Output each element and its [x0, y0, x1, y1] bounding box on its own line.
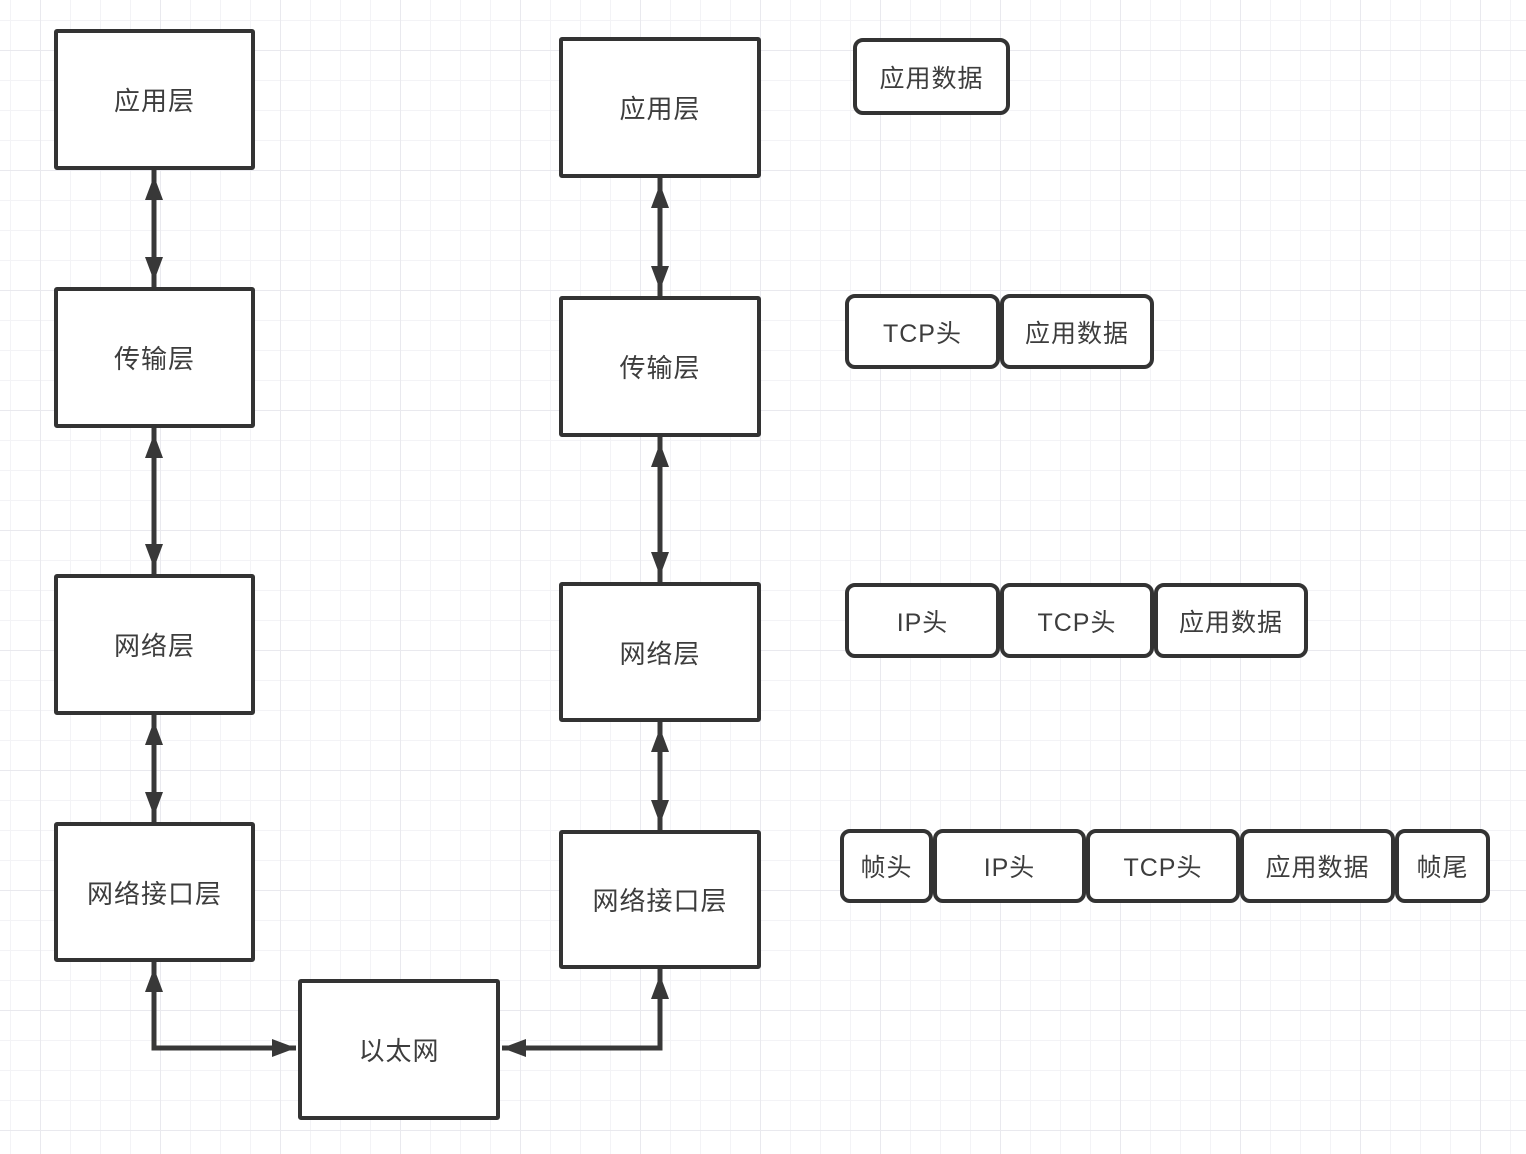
- encap-cell-frame-header: 帧头: [840, 829, 933, 903]
- encap-row-network: IP头 TCP头 应用数据: [845, 583, 1308, 658]
- encap-cell-ip-header: IP头: [933, 829, 1086, 903]
- node-network-layer-left: 网络层: [54, 574, 255, 715]
- node-transport-layer-left: 传输层: [54, 287, 255, 428]
- node-network-layer-middle: 网络层: [559, 582, 761, 722]
- encap-cell-tcp-header: TCP头: [845, 294, 1000, 369]
- node-label: 网络层: [113, 631, 195, 661]
- encap-cell-app-data: 应用数据: [1154, 583, 1308, 658]
- node-network-interface-layer-middle: 网络接口层: [559, 830, 761, 969]
- node-label: 应用层: [619, 94, 701, 124]
- node-label: 网络接口层: [592, 886, 728, 916]
- node-label: 以太网: [358, 1036, 440, 1066]
- node-label: 传输层: [619, 353, 701, 383]
- node-label: 应用层: [113, 86, 195, 116]
- encap-cell-app-data: 应用数据: [1240, 829, 1395, 903]
- node-ethernet: 以太网: [298, 979, 500, 1120]
- encap-cell-frame-trailer: 帧尾: [1395, 829, 1490, 903]
- node-label: 网络层: [619, 638, 701, 669]
- encap-cell-tcp-header: TCP头: [1000, 583, 1154, 658]
- arrow-mid-netif-ethernet: [502, 969, 669, 1057]
- encap-row-frame: 帧头 IP头 TCP头 应用数据 帧尾: [840, 829, 1490, 903]
- node-label: 传输层: [113, 344, 195, 374]
- encap-cell-app-data: 应用数据: [1000, 294, 1154, 369]
- node-network-interface-layer-left: 网络接口层: [54, 822, 255, 962]
- node-application-layer-middle: 应用层: [559, 37, 761, 178]
- encap-cell-app-data: 应用数据: [853, 38, 1010, 115]
- arrow-left-netif-ethernet: [145, 962, 296, 1057]
- node-label: 网络接口层: [86, 878, 222, 909]
- encap-cell-ip-header: IP头: [845, 583, 1000, 658]
- encap-cell-tcp-header: TCP头: [1086, 829, 1240, 903]
- node-application-layer-left: 应用层: [54, 29, 255, 170]
- encap-row-transport: TCP头 应用数据: [845, 294, 1154, 369]
- encap-row-application: 应用数据: [853, 38, 1010, 115]
- node-transport-layer-middle: 传输层: [559, 296, 761, 437]
